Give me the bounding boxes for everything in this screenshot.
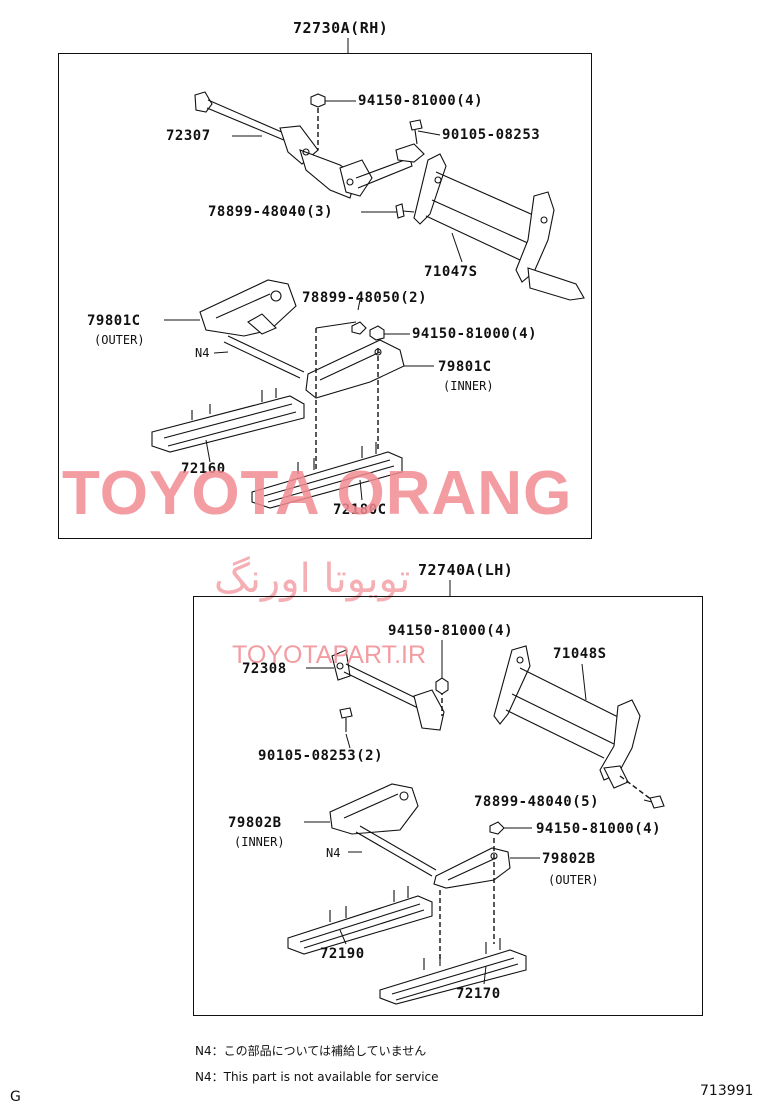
lh-rod-n4-part	[355, 825, 437, 877]
lh-label-screw-1: 78899-48040(5)	[474, 794, 600, 810]
note-english: N4：This part is not available for servic…	[195, 1070, 439, 1084]
watermark-url: TOYOTAPART.IR	[232, 641, 427, 669]
rh-rod-n4-part	[223, 335, 305, 379]
rh-label-frame-part: 72307	[166, 128, 211, 144]
rh-label-bracket-inner-sub: (INNER)	[443, 379, 494, 393]
rh-label-rod: N4	[195, 346, 210, 360]
lh-label-rod: N4	[326, 846, 341, 860]
lh-bolt-icon	[339, 707, 353, 732]
diagram-number: 713991	[700, 1083, 754, 1099]
rh-assembly-title: 72730A(RH)	[293, 19, 389, 37]
rh-nut-icon	[310, 93, 326, 108]
lh-frame-72308-part	[331, 649, 445, 731]
rh-label-bracket-inner: 79801C	[438, 359, 492, 375]
lh-label-bolt-1: 90105-08253(2)	[258, 748, 384, 764]
rh-bolt-icon	[409, 119, 423, 145]
lh-label-bracket-inner-sub: (INNER)	[234, 835, 285, 849]
rh-label-bracket-outer: 79801C	[87, 313, 141, 329]
lh-label-bracket-outer-sub: (OUTER)	[548, 873, 599, 887]
rh-diagram-frame	[58, 53, 592, 539]
lh-label-bracket-outer: 79802B	[542, 851, 596, 867]
lh-bracket-inner-79802b-part	[329, 783, 419, 835]
lh-label-nut-2: 94150-81000(4)	[536, 821, 662, 837]
lh-label-nut-1: 94150-81000(4)	[388, 623, 514, 639]
rh-label-nut-2: 94150-81000(4)	[412, 326, 538, 342]
rh-label-bolt-1: 90105-08253	[442, 127, 541, 143]
lh-label-bracket-inner: 79802B	[228, 815, 282, 831]
rh-track-set-71047s-part	[413, 153, 585, 301]
corner-letter: G	[10, 1089, 21, 1105]
note-japanese: N4：この部品については補給していません	[195, 1044, 427, 1058]
lh-diagram-frame	[193, 596, 703, 1016]
rh-rail-72180c-part	[251, 442, 403, 509]
watermark-brand: TOYOTA ORANG	[62, 459, 573, 528]
rh-screw-icon	[395, 203, 415, 219]
lh-label-rail-2: 72170	[456, 986, 501, 1002]
rh-rail-72160-part	[151, 388, 305, 453]
lh-rail-72170-part	[379, 938, 527, 1005]
rh-label-nut-1: 94150-81000(4)	[358, 93, 484, 109]
lh-track-set-71048s-part	[493, 645, 641, 789]
lh-rail-72190-part	[287, 886, 433, 955]
lh-screw-icon	[643, 795, 665, 809]
lh-label-frame-part: 72308	[242, 661, 287, 677]
rh-bracket-inner-79801c-part	[305, 339, 405, 399]
rh-label-bracket-outer-sub: (OUTER)	[94, 333, 145, 347]
rh-label-track-set: 71047S	[424, 264, 478, 280]
lh-assembly-title: 72740A(LH)	[418, 561, 514, 579]
rh-frame-72307-part	[194, 91, 425, 199]
rh-label-rail-2: 72180C	[333, 502, 387, 518]
rh-label-screw-1: 78899-48040(3)	[208, 204, 334, 220]
rh-label-rail-1: 72160	[181, 461, 226, 477]
rh-label-screw-2: 78899-48050(2)	[302, 290, 428, 306]
lh-label-rail-1: 72190	[320, 946, 365, 962]
rh-bracket-outer-79801c-part	[199, 279, 297, 337]
lh-label-track-set: 71048S	[553, 646, 607, 662]
watermark-brand-fa: تویوتا اورنگ	[214, 556, 411, 602]
